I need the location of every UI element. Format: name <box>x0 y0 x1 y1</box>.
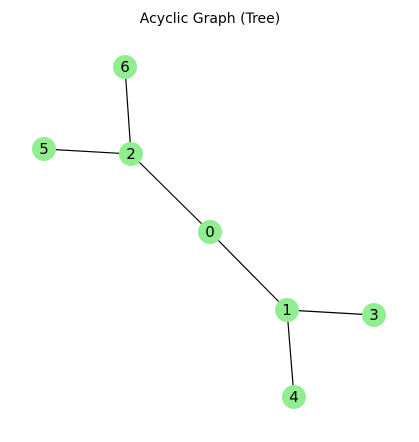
edge-0-2 <box>130 153 211 233</box>
node-5: 5 <box>32 137 56 161</box>
node-label-3: 3 <box>369 306 379 324</box>
edges-layer <box>43 66 375 398</box>
node-circle-5 <box>32 137 56 161</box>
node-circle-3 <box>362 303 386 327</box>
node-0: 0 <box>198 220 222 244</box>
graph-title: Acyclic Graph (Tree) <box>140 11 280 27</box>
edge-0-1 <box>209 231 288 311</box>
node-label-6: 6 <box>120 58 130 76</box>
edge-2-5 <box>43 148 132 155</box>
nodes-layer: 0 1 2 3 4 5 6 <box>32 55 386 409</box>
node-circle-0 <box>198 220 222 244</box>
node-3: 3 <box>362 303 386 327</box>
node-circle-6 <box>113 55 137 79</box>
node-label-5: 5 <box>39 140 49 158</box>
node-label-0: 0 <box>205 223 215 241</box>
node-4: 4 <box>282 385 306 409</box>
node-label-2: 2 <box>126 145 136 163</box>
node-circle-2 <box>119 142 143 166</box>
edge-1-3 <box>286 309 375 316</box>
edge-2-6 <box>124 66 132 155</box>
node-1: 1 <box>275 298 299 322</box>
node-6: 6 <box>113 55 137 79</box>
node-label-4: 4 <box>289 388 299 406</box>
node-circle-4 <box>282 385 306 409</box>
node-label-1: 1 <box>282 301 292 319</box>
node-circle-1 <box>275 298 299 322</box>
node-2: 2 <box>119 142 143 166</box>
edge-1-4 <box>286 309 295 398</box>
